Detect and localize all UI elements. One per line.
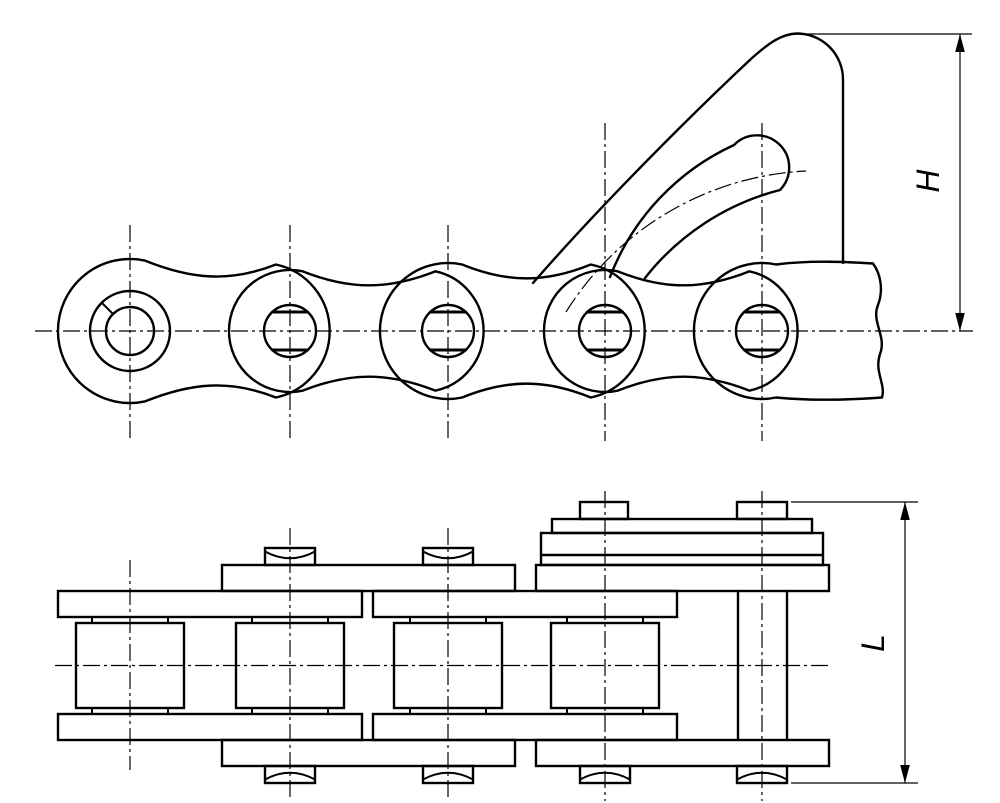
link-plate-break-end <box>692 260 885 401</box>
rivet-cap-top-1 <box>263 546 317 567</box>
rivet-dome-bottom-1 <box>264 771 316 781</box>
dim-h-arrow-bottom <box>955 313 965 331</box>
plan-roller-1 <box>74 621 186 710</box>
dim-l-arrow-top <box>900 502 910 520</box>
plan-roller-4 <box>549 621 661 710</box>
dim-l-arrow-bottom <box>900 765 910 783</box>
attachment-slot <box>608 134 791 280</box>
plan-link-plate-7 <box>534 738 831 768</box>
pin-circle-3 <box>420 303 476 359</box>
plan-link-plate-2 <box>371 589 679 619</box>
attachment-stack-plate-1 <box>550 517 814 535</box>
pin-circle-5 <box>734 303 790 359</box>
dimension-l: L <box>791 501 918 784</box>
rivet-cap-bottom-2 <box>421 764 475 785</box>
dim-h-arrow-top <box>955 34 965 52</box>
attachment-stack-plate-3 <box>534 563 831 593</box>
bushing-notch-line <box>100 301 114 315</box>
rivet-dome-bottom-4 <box>736 771 788 781</box>
plan-link-plate-4 <box>56 712 364 742</box>
rivet-cap-bottom-4 <box>735 764 789 785</box>
rivet-dome-bottom-3 <box>579 771 631 781</box>
rivet-cap-top-2 <box>421 546 475 567</box>
rivet-dome-top-1 <box>264 550 316 560</box>
rivet-dome-bottom-2 <box>422 771 474 781</box>
link-plate-outline-1 <box>56 257 331 405</box>
plan-view <box>55 491 831 801</box>
plan-link-plate-1 <box>56 589 364 619</box>
plan-roller-3 <box>392 621 504 710</box>
slot-centerline <box>565 170 807 313</box>
pin-end-tab-2 <box>735 500 789 521</box>
plan-link-plate-5 <box>371 712 679 742</box>
rivet-cap-bottom-3 <box>578 764 632 785</box>
link-plate-outline-3 <box>378 261 646 401</box>
pin-circle-4 <box>577 303 633 359</box>
rivet-dome-top-2 <box>422 550 474 560</box>
rivet-cap-bottom-1 <box>263 764 317 785</box>
attachment-outline <box>531 32 845 285</box>
dim-label-l: L <box>855 634 891 652</box>
side-elevation-view <box>35 32 973 441</box>
attachment-stack-plate-2 <box>539 531 825 567</box>
plan-link-plate-3 <box>220 563 517 593</box>
pin-circle-2 <box>262 303 318 359</box>
end-roller-circle <box>88 289 172 373</box>
dimension-h: H <box>802 33 972 331</box>
pin-end-tab-1 <box>578 500 630 521</box>
dim-label-h: H <box>910 169 946 193</box>
plan-link-plate-6 <box>220 738 517 768</box>
end-bushing-hole <box>104 305 156 357</box>
plan-roller-2 <box>234 621 346 710</box>
